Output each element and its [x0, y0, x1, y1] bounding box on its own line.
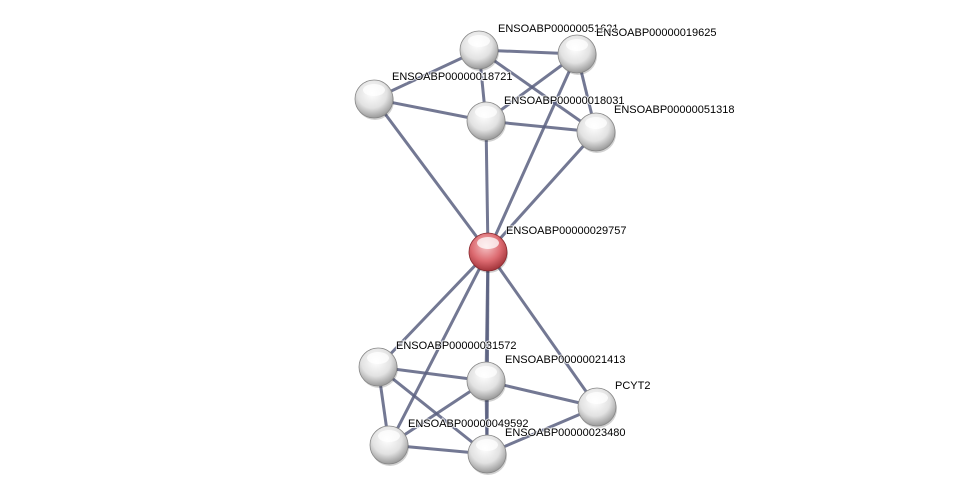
- edge-n6-n7[interactable]: [376, 250, 490, 369]
- node-label[interactable]: ENSOABP00000023480: [504, 426, 626, 440]
- edge-n6-n10[interactable]: [387, 251, 490, 446]
- node-label[interactable]: ENSOABP00000018721: [391, 70, 513, 84]
- node-highlight: [477, 237, 499, 249]
- edge-n7-n11[interactable]: [377, 365, 488, 456]
- protein-node[interactable]: [459, 30, 499, 71]
- query-node[interactable]: [468, 232, 508, 273]
- protein-node[interactable]: [369, 425, 409, 466]
- node-highlight: [475, 106, 497, 118]
- node-label[interactable]: ENSOABP00000018031: [503, 94, 625, 108]
- labels-layer: ENSOABP00000051621ENSOABP00000019625ENSO…: [391, 22, 735, 440]
- edge-n9-n11[interactable]: [486, 405, 598, 456]
- protein-node[interactable]: [466, 361, 506, 402]
- edge-n5-n6[interactable]: [486, 130, 598, 254]
- node-label[interactable]: PCYT2: [614, 379, 651, 393]
- node-highlight: [476, 439, 498, 451]
- node-highlight: [367, 352, 389, 364]
- node-label[interactable]: ENSOABP00000051318: [613, 103, 735, 117]
- protein-node[interactable]: [358, 347, 398, 388]
- protein-node[interactable]: [557, 34, 597, 75]
- protein-node[interactable]: [467, 434, 507, 475]
- node-label[interactable]: ENSOABP00000049592: [407, 417, 529, 431]
- protein-node[interactable]: [354, 79, 394, 120]
- nodes-layer: [354, 30, 617, 475]
- node-label[interactable]: ENSOABP00000031572: [395, 339, 517, 353]
- node-highlight: [585, 117, 607, 129]
- node-label[interactable]: ENSOABP00000021413: [504, 353, 626, 367]
- node-label[interactable]: ENSOABP00000051621: [497, 22, 619, 36]
- protein-node[interactable]: [466, 101, 506, 142]
- edge-n2-n6[interactable]: [486, 53, 579, 253]
- protein-node[interactable]: [577, 387, 617, 428]
- edge-n3-n6[interactable]: [372, 98, 490, 253]
- node-highlight: [566, 39, 588, 51]
- node-highlight: [363, 84, 385, 96]
- edge-n1-n5[interactable]: [478, 48, 597, 134]
- node-highlight: [378, 430, 400, 442]
- node-label[interactable]: ENSOABP00000029757: [505, 224, 627, 238]
- node-label[interactable]: ENSOABP00000019625: [595, 26, 717, 40]
- node-highlight: [468, 35, 490, 47]
- protein-node[interactable]: [576, 112, 616, 153]
- edge-n4-n6[interactable]: [484, 120, 490, 253]
- node-highlight: [475, 366, 497, 378]
- node-highlight: [586, 392, 608, 404]
- edge-n6-n9[interactable]: [486, 251, 599, 408]
